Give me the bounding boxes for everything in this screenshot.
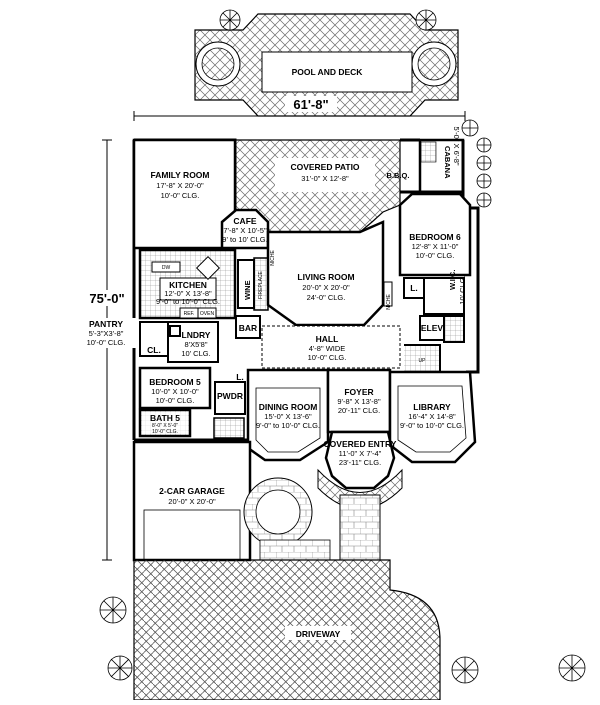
foyer-size: 9'-8" X 13'-8" — [337, 397, 381, 406]
family-room-clg: 10'-0" CLG. — [161, 191, 200, 200]
bath-5-label: BATH 5 — [150, 413, 180, 423]
laundry-clg: 10' CLG. — [181, 349, 210, 358]
bath-5-size: 8'-0" X 5'-0" — [152, 423, 178, 429]
living-room-label: LIVING ROOM — [297, 272, 354, 282]
laundry-label: LNDRY — [182, 330, 211, 340]
pantry-clg: 10'-0" CLG. — [87, 338, 126, 347]
foyer-clg: 20'-11" CLG. — [338, 406, 380, 415]
bedroom-6-size: 12'-8" X 11'-0" — [412, 242, 459, 251]
bedroom-5 — [138, 366, 212, 410]
cafe-label: CAFE — [233, 216, 256, 226]
library-size: 16'-4" X 14'-8" — [408, 412, 456, 421]
bedroom-6-label: BEDROOM 6 — [409, 232, 461, 242]
library-clg: 9'-0" to 10'-0" CLG. — [400, 421, 464, 430]
niche-label: NICHE — [270, 250, 276, 266]
driveway — [133, 559, 441, 701]
overall-depth: 75'-0" — [89, 291, 124, 306]
front-walkway — [243, 477, 381, 561]
elevator-label: ELEV — [421, 323, 444, 333]
living-room-size: 20'-0" X 20'-0" — [302, 283, 350, 292]
laundry-closet — [139, 321, 219, 363]
covered-entry-label: COVERED ENTRY — [324, 439, 397, 449]
covered-patio — [234, 139, 401, 233]
hall — [261, 325, 401, 369]
library — [388, 370, 477, 464]
width-dimension-line — [133, 111, 466, 121]
covered-patio-label: COVERED PATIO — [290, 162, 359, 172]
cafe-clg: 9' to 10' CLG. — [222, 235, 267, 244]
covered-entry — [317, 430, 403, 510]
bath-5-clg: 10'-0" CLG. — [152, 429, 178, 435]
foyer-label: FOYER — [344, 387, 373, 397]
laundry-size: 8'X5'8" — [184, 340, 207, 349]
pool-deck-label: POOL AND DECK — [292, 67, 364, 77]
dining-room-size: 15'-0" X 13'-6" — [264, 412, 312, 421]
wic-clg: 10' CLG. — [458, 275, 467, 304]
cabana-size: 5'-0" X 6'-8" — [452, 126, 461, 165]
bar-label: BAR — [239, 323, 257, 333]
living-room — [266, 220, 385, 327]
dining-room-clg: 9'-0" to 10'-0" CLG. — [256, 421, 320, 430]
driveway-label: DRIVEWAY — [296, 629, 341, 639]
bedroom-5-label: BEDROOM 5 — [149, 377, 201, 387]
powder-vanity — [213, 417, 245, 439]
wic-label: W.I.C. — [448, 270, 457, 290]
bar — [235, 315, 261, 339]
covered-patio-size: 31'-0" X 12'-8" — [301, 174, 349, 183]
ref-label: REF. — [184, 311, 195, 317]
plant-icon — [99, 9, 586, 684]
cabana-label: CABANA — [443, 146, 452, 179]
cafe-size: 7'-8" X 10'-5" — [223, 226, 267, 235]
bedroom-6 — [398, 192, 472, 277]
library-label: LIBRARY — [413, 402, 451, 412]
depth-dimension-line — [102, 139, 112, 561]
bedroom-6-clg: 10'-0" CLG. — [416, 251, 455, 260]
covered-entry-size: 11'-0" X 7'-4" — [339, 449, 382, 458]
family-room-size: 17'-8" X 20'-0" — [156, 181, 204, 190]
cabana — [418, 138, 465, 194]
foyer — [326, 368, 392, 434]
hall-label: HALL — [316, 334, 339, 344]
pantry-size: 5'-3"X3'-8" — [89, 329, 124, 338]
living-room-clg: 24'-0" CLG. — [307, 293, 346, 302]
width-dimension-bg — [285, 96, 337, 112]
bath-5 — [138, 408, 192, 438]
family-room — [132, 138, 237, 250]
dishwasher-label: DW — [162, 265, 171, 271]
bedroom-5-clg: 10'-0" CLG. — [156, 396, 195, 405]
powder-room — [214, 381, 246, 415]
pool-deck — [194, 13, 459, 117]
kitchen-label: KITCHEN — [169, 280, 207, 290]
wine-fireplace-wall — [237, 257, 393, 311]
family-room-label: FAMILY ROOM — [150, 170, 209, 180]
oven-label: OVEN — [200, 311, 215, 317]
bbq-label: B.B.Q. — [387, 171, 410, 180]
overall-width: 61'-8" — [293, 97, 328, 112]
linen-closet-label: L. — [410, 283, 418, 293]
covered-entry-clg: 23'-11" CLG. — [339, 458, 381, 467]
wine-label: WINE — [243, 280, 252, 300]
powder-room-label: PWDR — [217, 391, 243, 401]
depth-dimension-bg — [80, 290, 136, 306]
hall-width: 4'-8" WIDE — [309, 344, 346, 353]
kitchen-clg: 9'-0" to 10'-0" CLG. — [156, 297, 220, 306]
linen-closet-label-2: L. — [236, 372, 244, 382]
garage-label: 2-CAR GARAGE — [159, 486, 225, 496]
bedroom-5-size: 10'-0" X 10'-0" — [151, 387, 199, 396]
garage-size: 20'-0" X 20'-0" — [168, 497, 216, 506]
cafe — [220, 208, 270, 250]
fireplace-label: FIREPLACE — [258, 270, 264, 298]
ref-oven-block — [179, 307, 217, 319]
pantry-label: PANTRY — [89, 319, 123, 329]
closet-label: CL. — [147, 345, 161, 355]
pantry-label-bg — [80, 318, 136, 348]
dining-room-label: DINING ROOM — [259, 402, 318, 412]
wic-elev-block — [403, 277, 465, 373]
stair-up-label: UP — [419, 358, 427, 364]
hall-clg: 10'-0" CLG. — [308, 353, 347, 362]
kitchen-size: 12'-0" X 13'-8" — [164, 289, 212, 298]
niche-label-2: NICHE — [386, 294, 392, 310]
